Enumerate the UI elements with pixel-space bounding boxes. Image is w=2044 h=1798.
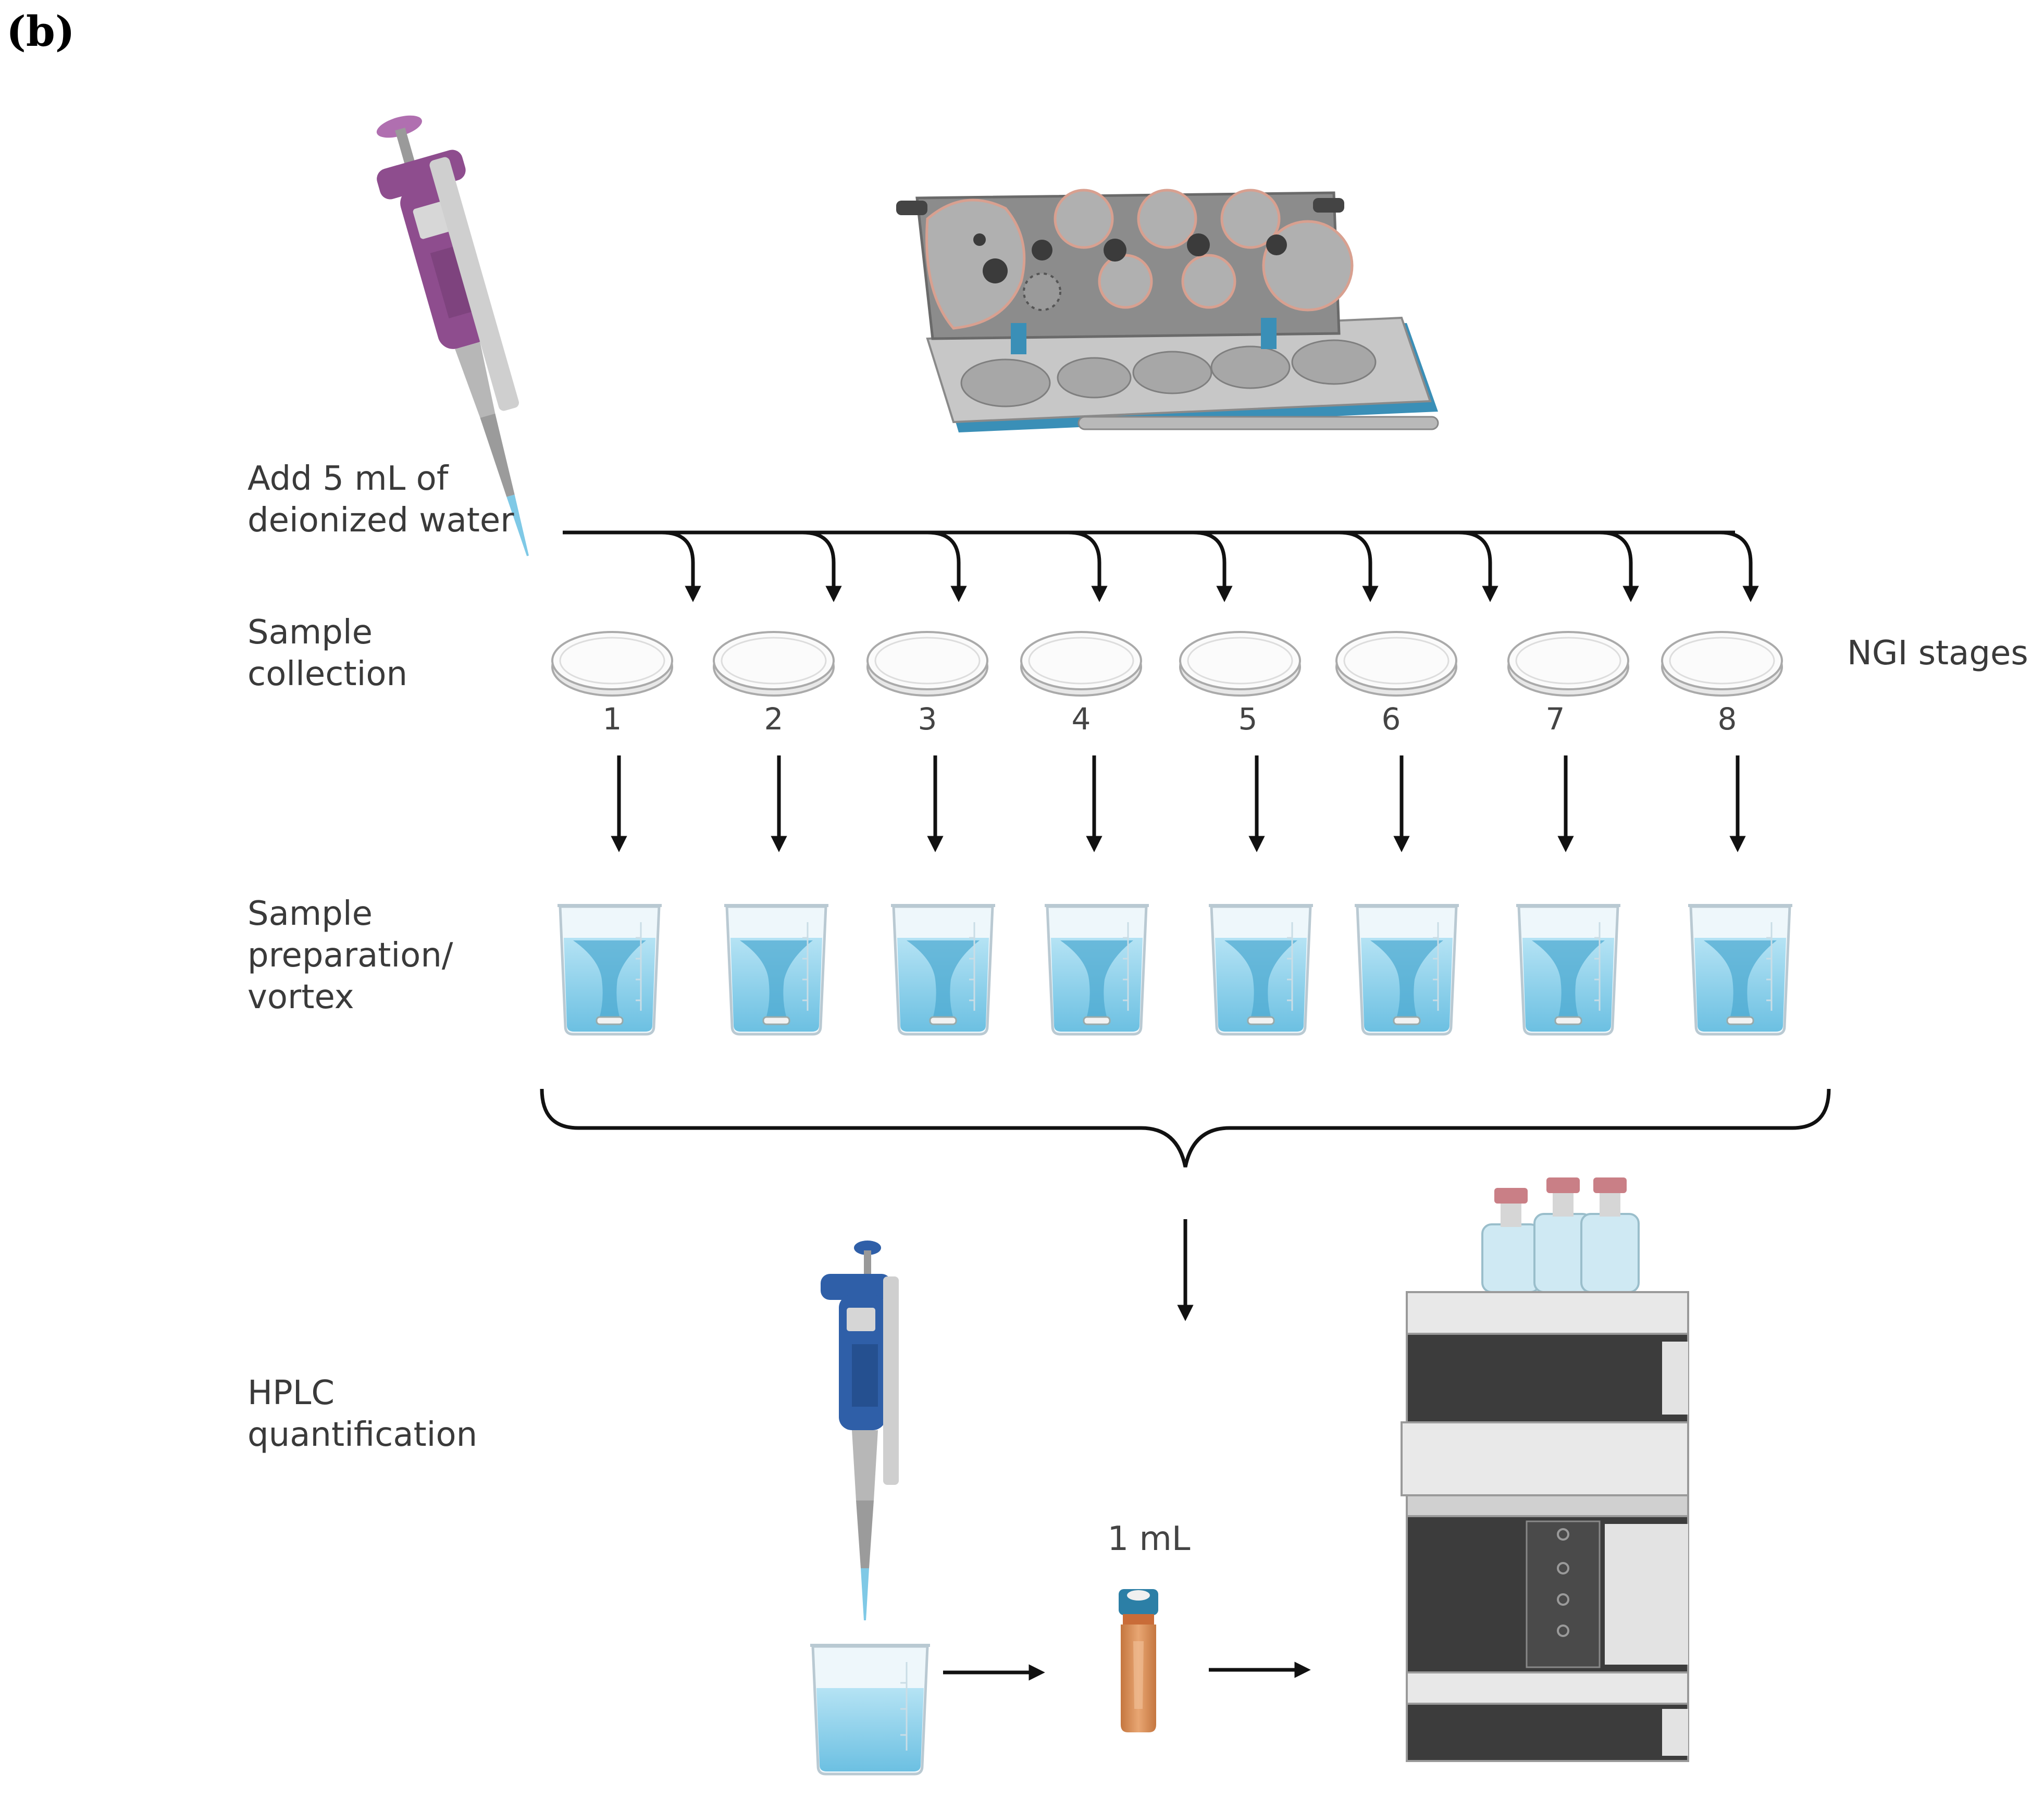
ngi-impactor-icon [896,189,1439,432]
step-hplc-label: HPLC quantification [247,1374,477,1454]
stage-number: 8 [1718,701,1737,737]
stage-number: 6 [1382,701,1401,737]
beaker-icon [1209,906,1313,1034]
collection-cup-icon [1179,631,1301,697]
collection-cup-icon [1335,631,1457,697]
beaker-icon [891,906,995,1034]
step-add-water-label: Add 5 mL of deionized water [247,460,514,540]
distribution-branch-3 [927,530,967,602]
vial-icon [1119,1589,1158,1732]
collection-cups [551,631,1783,697]
distribution-arrows [563,530,1759,602]
beaker-icon [724,906,828,1034]
stage-number: 2 [764,701,784,737]
stage-number: 4 [1072,701,1091,737]
distribution-branch-6 [1339,530,1379,602]
pipette-icon [376,115,529,556]
transfer-arrows [611,755,1746,852]
beaker-icon [1045,906,1149,1034]
beakers [558,906,1792,1034]
distribution-branch-2 [802,530,842,602]
volume-label: 1 mL [1107,1520,1190,1558]
pipette-icon [821,1241,899,1620]
distribution-branch-8 [1599,530,1639,602]
collection-cup-icon [713,631,835,697]
panel-label: (b) [6,7,75,56]
stage-numbers: 1 2 3 4 5 6 7 8 [603,701,1737,737]
ngi-stages-label: NGI stages [1847,634,2028,673]
beaker-icon [1355,906,1459,1034]
beaker-icon [558,906,662,1034]
distribution-branch-1 [661,530,701,602]
distribution-branch-4 [1068,530,1108,602]
distribution-branch-9 [1719,530,1759,602]
beaker-icon [810,1644,930,1776]
stage-number: 3 [918,701,937,737]
beaker-icon [1516,906,1620,1034]
collection-cup-icon [866,631,988,697]
distribution-branch-5 [1193,530,1233,602]
collection-cup-icon [551,631,673,697]
step-sample-preparation-label: Sample preparation/ vortex [247,895,464,1016]
distribution-branch-7 [1458,530,1498,602]
collection-cup-icon [1661,631,1783,697]
hplc-system-icon [1401,1177,1689,1762]
stage-number: 5 [1238,701,1258,737]
pooling-brace [540,1088,1831,1168]
step-sample-collection-label: Sample collection [247,613,407,693]
collection-cup-icon [1507,631,1629,697]
collection-cup-icon [1020,631,1142,697]
stage-number: 7 [1546,701,1565,737]
stage-number: 1 [603,701,622,737]
beaker-icon [1688,906,1792,1034]
